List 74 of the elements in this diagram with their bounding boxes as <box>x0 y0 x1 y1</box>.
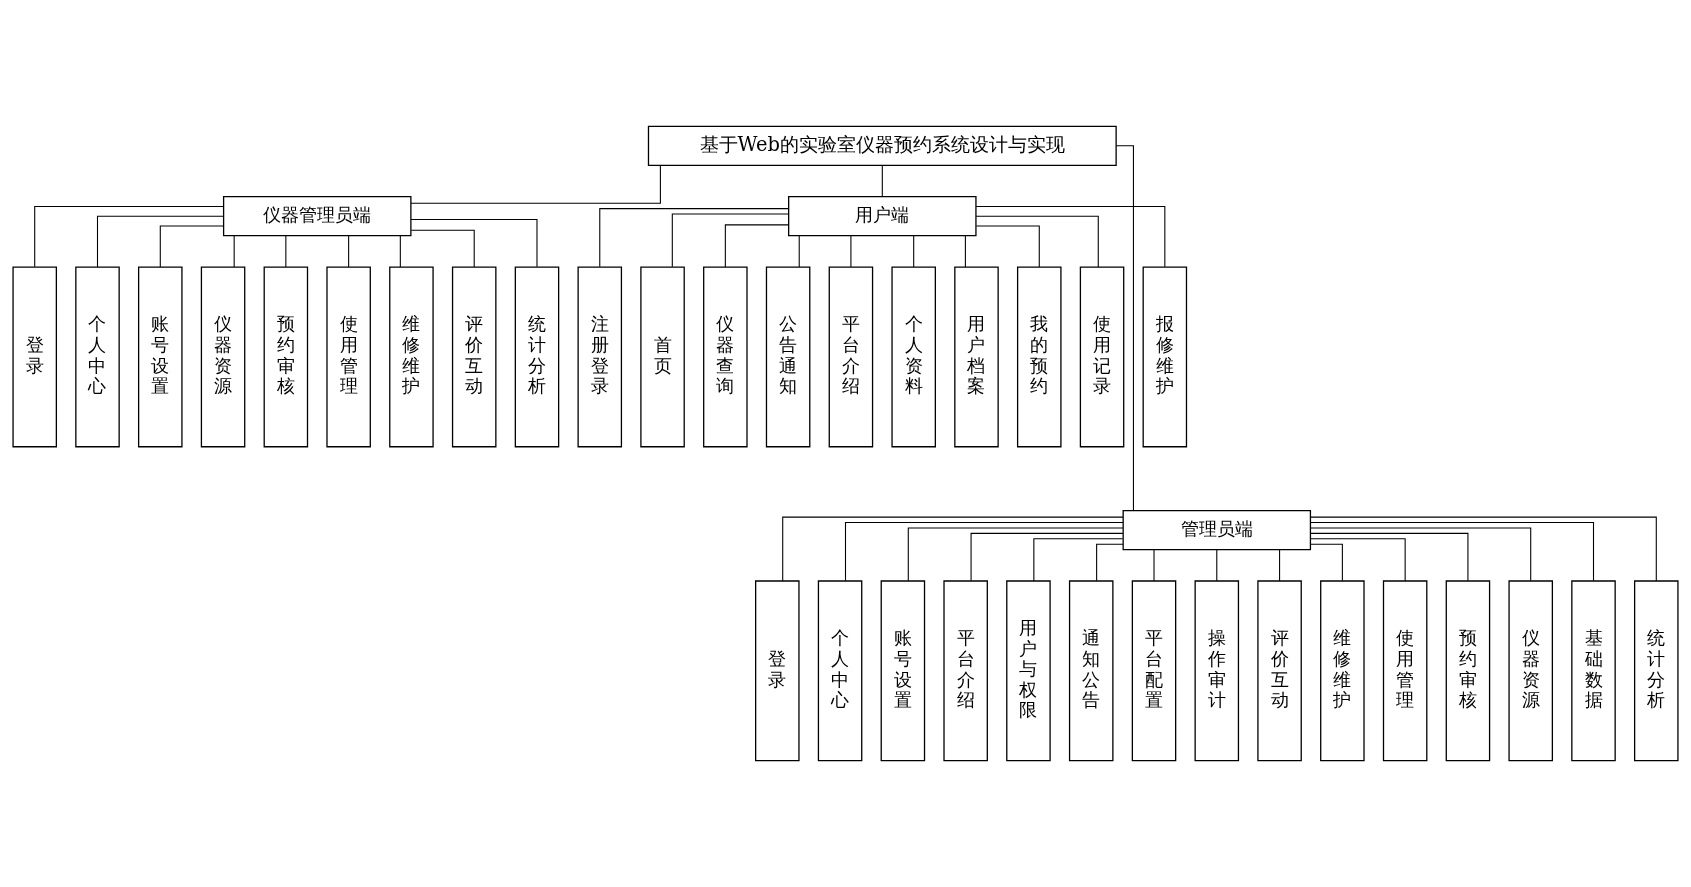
connector <box>285 235 287 268</box>
node-box: 注册登录 <box>577 266 623 448</box>
node-box: 用户档案 <box>954 266 999 448</box>
connector <box>1033 538 1124 582</box>
node-box: 使用管理 <box>1382 580 1428 762</box>
connector <box>1310 522 1595 582</box>
connector <box>1310 538 1406 582</box>
connector <box>671 213 790 268</box>
node-box: 管理员端 <box>1122 509 1312 551</box>
node-box: 统计分析 <box>514 266 560 448</box>
connector <box>724 224 789 268</box>
connector <box>964 235 966 268</box>
connector <box>1216 549 1218 582</box>
connector <box>1310 532 1469 582</box>
connector <box>975 225 1040 268</box>
connector <box>881 164 883 198</box>
connector <box>410 218 538 268</box>
connector <box>975 205 1166 268</box>
node-box: 维修维护 <box>389 266 434 448</box>
node-box: 基于Web的实验室仪器预约系统设计与实现 <box>647 125 1117 166</box>
connector <box>844 522 1124 582</box>
node-box: 公告通知 <box>765 266 811 448</box>
connector <box>410 165 661 204</box>
connector <box>1096 543 1124 582</box>
node-box: 首页 <box>640 266 685 448</box>
node-box: 预约审核 <box>1445 580 1491 762</box>
connector <box>798 235 800 268</box>
connector <box>348 235 350 268</box>
node-box: 操作审计 <box>1194 580 1240 762</box>
node-box: 预约审核 <box>263 266 309 448</box>
connector <box>1310 543 1343 582</box>
node-box: 个人中心 <box>75 266 120 448</box>
node-box: 仪器资源 <box>1508 580 1553 762</box>
connector <box>1153 549 1155 582</box>
connector <box>34 205 225 268</box>
node-box: 账号设置 <box>138 266 183 448</box>
connector <box>907 527 1124 582</box>
node-box: 仪器管理员端 <box>222 196 412 237</box>
node-box: 账号设置 <box>880 580 926 762</box>
connector <box>1279 549 1281 582</box>
node-box: 登录 <box>755 580 800 762</box>
node-box: 使用管理 <box>326 266 371 448</box>
node-box: 平台介绍 <box>828 266 874 448</box>
node-box: 使用记录 <box>1079 266 1125 448</box>
connector <box>410 229 475 268</box>
node-box: 平台配置 <box>1131 580 1177 762</box>
connector <box>233 235 235 268</box>
node-box: 通知公告 <box>1068 580 1114 762</box>
connector <box>850 235 852 268</box>
node-box: 用户与权限 <box>1006 580 1051 762</box>
node-box: 个人中心 <box>817 580 863 762</box>
node-box: 报修维护 <box>1142 266 1188 448</box>
node-box: 维修维护 <box>1320 580 1365 762</box>
connector <box>1310 527 1532 582</box>
node-box: 仪器资源 <box>200 266 246 448</box>
connector <box>159 225 224 268</box>
node-box: 统计分析 <box>1634 580 1679 762</box>
node-box: 评价互动 <box>1257 580 1302 762</box>
connector <box>975 215 1099 268</box>
connector <box>599 208 790 268</box>
node-box: 评价互动 <box>451 266 497 448</box>
node-box: 登录 <box>12 266 57 448</box>
node-box: 个人资料 <box>891 266 936 448</box>
connector <box>970 532 1124 582</box>
node-box: 基础数据 <box>1571 580 1616 762</box>
connector <box>399 235 401 268</box>
node-box: 用户端 <box>788 196 977 237</box>
connector <box>782 516 1124 582</box>
node-box: 我的预约 <box>1016 266 1062 448</box>
connector <box>1310 516 1657 582</box>
connector <box>96 215 224 268</box>
node-box: 仪器查询 <box>703 266 748 448</box>
connector <box>913 235 915 268</box>
node-box: 平台介绍 <box>943 580 988 762</box>
